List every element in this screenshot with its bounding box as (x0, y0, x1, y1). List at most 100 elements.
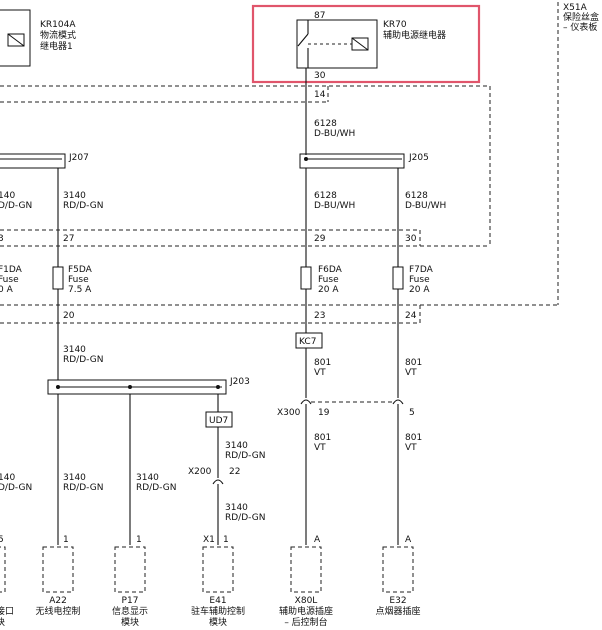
wire-3140-a22-num: 3140 (63, 473, 86, 483)
kr104a-id: KR104A (40, 20, 76, 30)
wire-3140-j207-num: 3140 (63, 191, 86, 201)
pin-cut-left-bottom: 5 (0, 535, 4, 545)
x300-label: X300 (277, 408, 301, 418)
fuse-f6da-type: Fuse (318, 275, 339, 285)
pin-19: 19 (318, 408, 330, 418)
wire-3140-x200-num: 3140 (225, 503, 248, 513)
device-p17-id: P17 (122, 596, 139, 606)
wire-801-kc7-num: 801 (314, 358, 331, 368)
wire-3140-j207-color: RD/D-GN (63, 201, 103, 211)
j205-label: J205 (408, 153, 429, 163)
wire-801-f7-num: 801 (405, 358, 422, 368)
pin-1-a22: 1 (63, 535, 69, 545)
device-x80l-name-2: – 后控制台 (284, 616, 327, 628)
kr104a-name-2: 继电器1 (40, 40, 73, 52)
device-x80l[interactable] (290, 546, 322, 593)
device-x80l-name-1: 辅助电源插座 (279, 605, 333, 617)
pin-20: 20 (63, 311, 75, 321)
fuse-f7da-name: F7DA (409, 265, 434, 275)
pin-22: 22 (229, 467, 240, 477)
connector-row-27-30 (0, 229, 421, 247)
pin-30: 30 (405, 234, 417, 244)
connector-kc7[interactable] (295, 332, 323, 349)
fuse-f6da[interactable] (300, 266, 312, 290)
device-left-cut[interactable] (0, 546, 6, 593)
device-e41-name-1: 驻车辅助控制 (191, 605, 245, 617)
relay-kr70-highlight (251, 4, 481, 84)
pin-5: 5 (409, 408, 415, 418)
fuse-block-x51a-outline (0, 2, 559, 306)
device-e32[interactable] (382, 546, 414, 593)
wire-3140-p17-num: 3140 (136, 473, 159, 483)
wire-801-x300-num: 801 (314, 433, 331, 443)
connector-row-20-24 (0, 305, 421, 324)
fuse-block-id: X51A (563, 3, 588, 13)
j207-label: J207 (68, 153, 89, 163)
pin-24: 24 (405, 311, 417, 321)
device-e41-name-2: 模块 (209, 616, 227, 628)
wire-3140-ud7-num: 3140 (225, 441, 248, 451)
pin-1-p17: 1 (136, 535, 142, 545)
wire-801-kc7-color: VT (314, 368, 326, 378)
wire-6128-top-color: D-BU/WH (314, 129, 355, 139)
device-left-cut-name-1: 接口 (0, 605, 14, 617)
fuse-f7da-rating: 20 A (409, 285, 430, 295)
fuse-f5da[interactable] (52, 266, 64, 290)
device-left-cut-name-2: 块 (0, 616, 5, 628)
device-e41-id: E41 (209, 596, 226, 606)
connector-x300[interactable] (300, 399, 404, 545)
j203-label: J203 (229, 377, 250, 387)
device-p17[interactable] (114, 546, 146, 593)
device-e32-id: E32 (389, 596, 406, 606)
wire-3140-ud7-color: RD/D-GN (225, 451, 265, 461)
wire-801-f7-color: VT (405, 368, 417, 378)
splice-j205[interactable] (299, 153, 405, 169)
wire-3140-f5-color: RD/D-GN (63, 355, 103, 365)
relay-kr70[interactable] (296, 19, 378, 69)
pin-29: 29 (314, 234, 326, 244)
x200-label: X200 (188, 467, 212, 477)
fuse-f6da-name: F6DA (318, 265, 343, 275)
device-a22[interactable] (42, 546, 74, 593)
wire-6128-right-color: D-BU/WH (405, 201, 446, 211)
pin-1-e41: 1 (223, 535, 229, 545)
wire-3140-p17-color: RD/D-GN (136, 483, 176, 493)
ud7-label: UD7 (209, 416, 228, 426)
wire-3140-a22-color: RD/D-GN (63, 483, 103, 493)
fuse-f7da[interactable] (392, 266, 404, 290)
fuse-f5da-name: F5DA (68, 265, 93, 275)
connector-x200[interactable] (212, 479, 224, 545)
device-x80l-id: X80L (295, 596, 318, 606)
kr70-id: KR70 (383, 20, 407, 30)
device-p17-name-1: 信息显示 (112, 605, 148, 617)
splice-j207[interactable] (0, 153, 66, 169)
fuse-f1da-type: Fuse (0, 275, 19, 285)
pin-23: 23 (314, 311, 325, 321)
fuse-f1da-name: F1DA (0, 265, 23, 275)
relay-kr104a[interactable] (0, 9, 31, 67)
wire-left-cut-num: 140 (0, 191, 15, 201)
fuse-f5da-rating: 7.5 A (68, 285, 92, 295)
pin-cut-left: 3 (0, 234, 4, 244)
wire-801-5-color: VT (405, 443, 417, 453)
kr104a-name-1: 物流模式 (40, 29, 76, 41)
fuse-block-name-1: 保险丝盒 (563, 11, 599, 23)
kr70-pin-30: 30 (314, 71, 326, 81)
device-a22-id: A22 (49, 596, 67, 606)
kr70-pin-87: 87 (314, 11, 325, 21)
wire-left-cut2-num: 140 (0, 473, 15, 483)
device-p17-name-2: 模块 (121, 616, 139, 628)
fuse-f1da-rating: 0 A (0, 285, 14, 295)
device-e41[interactable] (202, 546, 234, 593)
connector-block-upper (0, 85, 491, 247)
wire-801-5-num: 801 (405, 433, 422, 443)
fuse-f6da-rating: 20 A (318, 285, 339, 295)
wire-3140-x200-color: RD/D-GN (225, 513, 265, 523)
pin-27: 27 (63, 234, 74, 244)
wire-left-cut-color: D/D-GN (0, 201, 32, 211)
splice-j203[interactable] (47, 379, 227, 395)
device-a22-name: 无线电控制 (35, 605, 80, 617)
wire-6128-top-num: 6128 (314, 119, 337, 129)
connector-ud7[interactable] (205, 411, 233, 428)
